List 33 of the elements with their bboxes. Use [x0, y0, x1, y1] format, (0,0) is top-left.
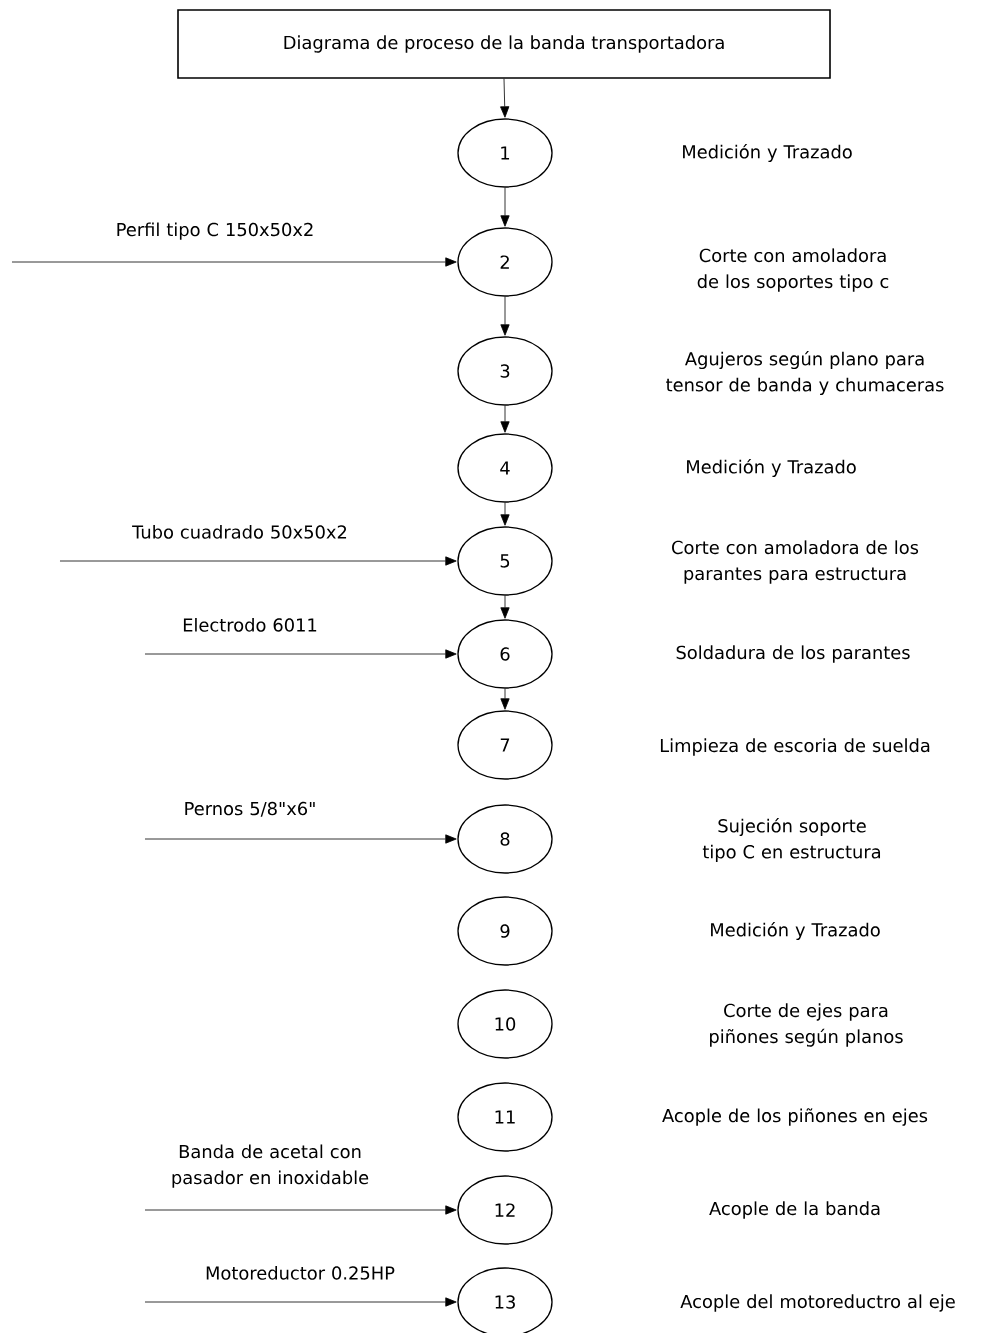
edge-label: Tubo cuadrado 50x50x2	[132, 524, 347, 539]
arrow	[500, 405, 510, 433]
edge-label: Pernos 5/8"x6"	[185, 801, 315, 817]
step-description: Acople del motoreductro al eje	[680, 1294, 955, 1312]
title-box: Diagrama de proceso de la banda transportadora	[177, 9, 831, 79]
arrow	[500, 296, 510, 336]
step-description: Limpieza de escoria de suelda	[660, 738, 930, 756]
step-description: Sujeción soporte tipo C en estructura	[702, 818, 880, 862]
edge-label: Motoreductor 0.25HP	[206, 1265, 395, 1280]
step-description: Soldadura de los parantes	[676, 645, 910, 663]
input-arrow	[144, 1297, 457, 1307]
step-description: Acople de los piñones en ejes	[662, 1108, 928, 1126]
arrow	[500, 502, 510, 526]
step-description: Medición y Trazado	[683, 144, 852, 162]
step-description: Corte de ejes para piñones según planos	[710, 1003, 903, 1047]
step-description: Corte con amoladora de los parantes para estructura	[672, 540, 919, 584]
arrow	[500, 688, 510, 710]
input-arrow	[11, 257, 457, 267]
input-arrow	[59, 556, 457, 566]
edge-label: Electrodo 6011	[183, 617, 317, 632]
step-description: Corte con amoladora de los soportes tipo c	[697, 248, 889, 292]
arrow	[500, 78, 510, 118]
edge-label: Perfil tipo C 150x50x2	[117, 222, 313, 240]
step-description: Acople de la banda	[709, 1201, 880, 1219]
arrow	[500, 187, 510, 227]
input-arrow	[144, 834, 457, 844]
arrow	[500, 595, 510, 619]
input-arrow	[144, 1205, 457, 1215]
input-arrow	[144, 649, 457, 659]
step-description: Medición y Trazado	[687, 459, 856, 477]
step-description: Medición y Trazado	[711, 922, 880, 940]
edge-label: Banda de acetal con pasador en inoxidable	[172, 1144, 369, 1188]
step-description: Agujeros según plano para tensor de banda y chumaceras	[666, 351, 944, 395]
